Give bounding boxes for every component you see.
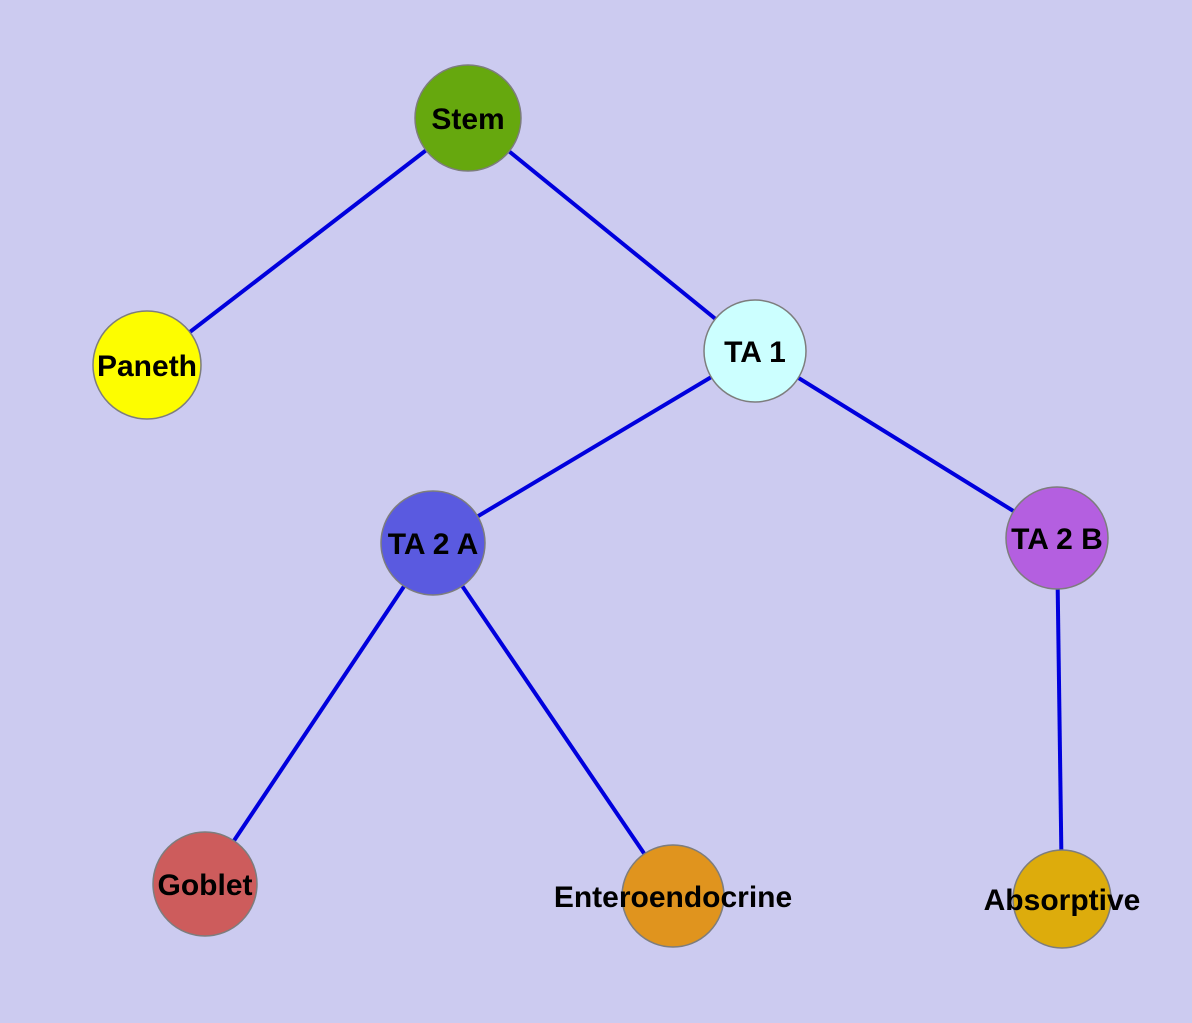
node-circle-ta-2-b[interactable] <box>1005 486 1109 590</box>
node-circle-absorptive[interactable] <box>1012 849 1112 949</box>
edge-ta-1-to-ta-2-a[interactable] <box>431 349 757 545</box>
node-ta-2-b[interactable]: TA 2 B <box>1005 486 1109 590</box>
edge-ta-1-to-ta-2-b[interactable] <box>753 349 1059 540</box>
edge-ta-2-a-to-goblet[interactable] <box>203 541 435 886</box>
node-stem[interactable]: Stem <box>414 64 522 172</box>
edge-stem-to-paneth[interactable] <box>145 116 470 367</box>
edge-stem-to-ta-1[interactable] <box>466 116 757 353</box>
node-goblet[interactable]: Goblet <box>152 831 258 937</box>
node-ta-1[interactable]: TA 1 <box>703 299 807 403</box>
node-enteroendocrine[interactable]: Enteroendocrine <box>554 844 792 948</box>
node-absorptive[interactable]: Absorptive <box>984 849 1141 949</box>
node-circle-paneth[interactable] <box>92 310 202 420</box>
node-circle-stem[interactable] <box>414 64 522 172</box>
node-circle-ta-2-a[interactable] <box>380 490 486 596</box>
node-circle-ta-1[interactable] <box>703 299 807 403</box>
node-circle-enteroendocrine[interactable] <box>621 844 725 948</box>
edge-ta-2-b-to-absorptive[interactable] <box>1055 537 1064 900</box>
edge-ta-2-a-to-enteroendocrine[interactable] <box>431 541 675 898</box>
node-ta-2-a[interactable]: TA 2 A <box>380 490 486 596</box>
node-circle-goblet[interactable] <box>152 831 258 937</box>
node-paneth[interactable]: Paneth <box>92 310 202 420</box>
